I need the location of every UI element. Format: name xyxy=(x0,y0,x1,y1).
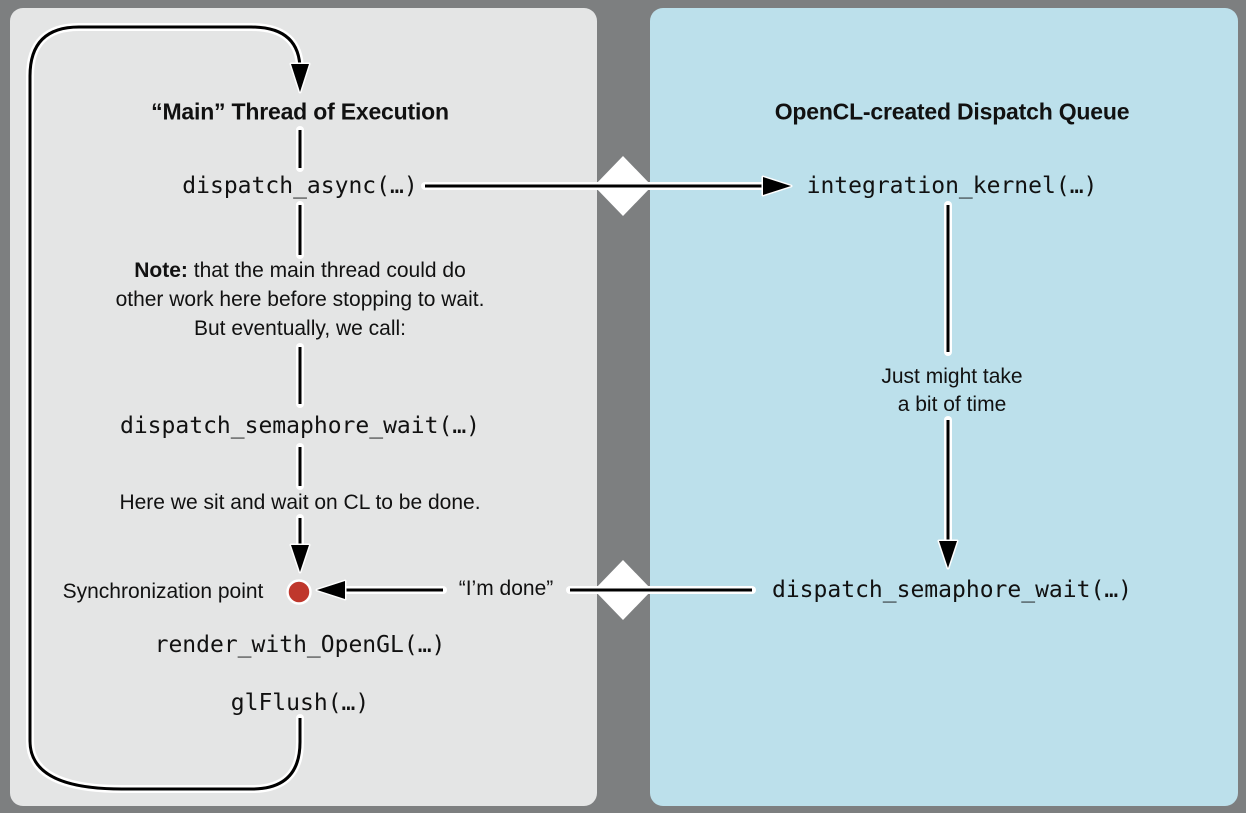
note-line-3: But eventually, we call: xyxy=(193,317,407,340)
semaphore-wait-call-main: dispatch_semaphore_wait(…) xyxy=(119,413,481,439)
integration-kernel-call: integration_kernel(…) xyxy=(806,173,1098,199)
duration-line-2: a bit of time xyxy=(897,393,1007,416)
duration-note: Just might take a bit of time xyxy=(881,363,1022,419)
glflush-call: glFlush(…) xyxy=(230,690,370,716)
right-arrowhead-icon xyxy=(761,175,793,197)
note-line-2: other work here before stopping to wait. xyxy=(115,288,485,311)
dispatch-arrow-icon xyxy=(421,175,793,197)
sync-point-dot xyxy=(286,579,312,605)
loop-arrow-icon xyxy=(26,23,311,793)
main-thread-note: Note: that the main thread could do othe… xyxy=(116,256,485,343)
sync-point-label: Synchronization point xyxy=(62,580,264,603)
dispatch-queue-title: OpenCL-created Dispatch Queue xyxy=(774,98,1130,125)
dispatch-queue-panel xyxy=(650,8,1238,806)
note-label: Note: xyxy=(134,259,188,282)
down-arrowhead-icon xyxy=(937,539,959,570)
queue-flow-lines xyxy=(937,201,959,570)
wait-caption: Here we sit and wait on CL to be done. xyxy=(119,491,481,514)
im-done-label: “I’m done” xyxy=(458,577,554,600)
main-thread-title: “Main” Thread of Execution xyxy=(151,98,449,125)
note-line-1: Note: that the main thread could do xyxy=(134,259,466,282)
render-opengl-call: render_with_OpenGL(…) xyxy=(154,632,446,658)
semaphore-wait-call-queue: dispatch_semaphore_wait(…) xyxy=(771,577,1133,603)
im-done-arrow-icon xyxy=(315,579,756,601)
duration-line-1: Just might take xyxy=(881,365,1023,388)
main-thread-flow-lines xyxy=(289,126,311,574)
dispatch-async-call: dispatch_async(…) xyxy=(182,173,418,199)
down-arrowhead-icon xyxy=(289,543,311,574)
left-arrowhead-icon xyxy=(315,579,347,601)
